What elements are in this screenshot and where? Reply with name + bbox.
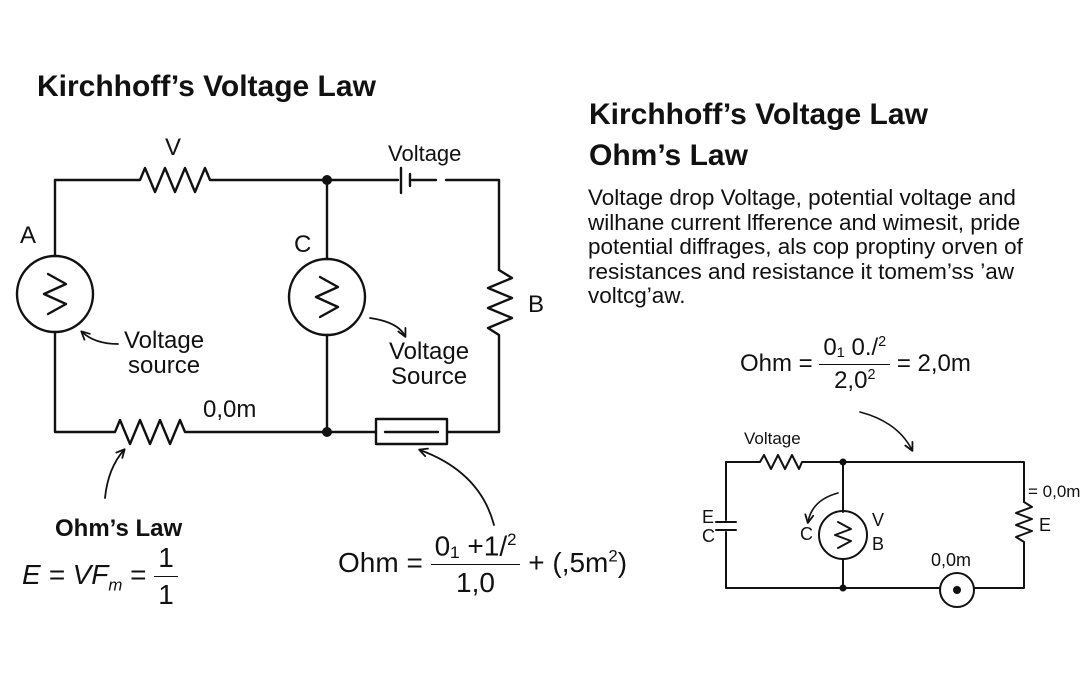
formula-left: E = VFm = 1 1 — [22, 542, 178, 611]
label-line: Voltage — [389, 338, 470, 365]
meter-bottom — [940, 573, 974, 607]
wire — [726, 532, 940, 588]
label-b-right: B — [872, 534, 885, 554]
fraction-den: 2,02 — [819, 365, 890, 395]
right-circuit — [716, 412, 1032, 607]
paragraph-line: wilhane current lfference and wimesit, p… — [588, 209, 1021, 235]
label-line: Voltage — [124, 327, 205, 354]
num-sup: 2 — [878, 334, 887, 350]
formula-fraction: 1 1 — [154, 542, 178, 611]
label-a: A — [20, 222, 37, 249]
wire — [446, 180, 499, 270]
voltage-source-label-mid: Voltage Source — [389, 339, 469, 389]
zigzag — [44, 274, 66, 314]
label-battery-voltage: Voltage — [388, 141, 462, 166]
num-sup: 2 — [507, 530, 517, 549]
paragraph-line: resistances and resistance it tomem’ss ’… — [588, 258, 1015, 284]
arrow — [105, 450, 124, 498]
formula-lhs: Ohm = — [338, 547, 423, 579]
label-line: source — [128, 352, 201, 379]
wire — [55, 332, 376, 444]
formula-eq: = — [130, 558, 147, 590]
formula-right: Ohm = 0₁ 0./2 2,02 = 2,0m — [740, 334, 971, 395]
label-bottom-right: 0,0m — [931, 550, 972, 570]
voltage-source-label-left: Voltage source — [124, 328, 204, 378]
voltage-source-c — [289, 259, 365, 335]
formula-rhs: = 2,0m — [896, 349, 971, 377]
fraction-den: 1 — [158, 579, 174, 610]
label-c-left: C — [702, 526, 715, 546]
label-line: Source — [391, 363, 468, 390]
den-sup: 2 — [867, 367, 876, 383]
formula-bottom: Ohm = 0₁ +1/2 1,0 + (,5m2) — [338, 530, 627, 599]
junction-dot — [839, 458, 847, 466]
arrow — [420, 450, 494, 525]
page-title-left: Kirchhoff’s Voltage Law — [37, 70, 376, 103]
arrow — [82, 332, 118, 344]
label-e-right: E — [1039, 515, 1052, 535]
label-top-right: = 0,0m — [1028, 482, 1080, 501]
formula-sub: m — [108, 575, 123, 595]
arrow — [860, 412, 912, 450]
formula-fraction: 0₁ 0./2 2,02 — [819, 334, 891, 395]
den-text: 2,0 — [834, 367, 868, 394]
wire — [726, 455, 1024, 502]
paragraph-line: voltcg’aw. — [588, 283, 686, 308]
num-text: 0₁ 0./ — [823, 334, 879, 361]
voltage-source-right — [819, 511, 867, 559]
junction-dot — [839, 584, 847, 592]
label-c-mid: C — [800, 524, 813, 544]
formula-lhs: Ohm = — [740, 349, 813, 377]
resistor-b — [488, 270, 512, 432]
ohms-law-label: Ohm’s Law — [55, 515, 183, 542]
ohms-law-title: Ohm’s Law — [589, 139, 748, 172]
paragraph-line: potential diffrages, als cop proptiny or… — [588, 234, 1023, 259]
fraction-num: 1 — [154, 542, 178, 577]
meter-dot — [953, 586, 961, 594]
junction-dot — [322, 427, 332, 437]
formula-tail: + (,5m — [528, 547, 609, 579]
label-v: V — [872, 510, 885, 530]
description-paragraph: Voltage drop Voltage, potential voltage … — [588, 185, 1068, 309]
label-voltage-right: Voltage — [744, 429, 801, 448]
resistor-e — [975, 502, 1032, 588]
fraction-num: 0₁ 0./2 — [819, 334, 891, 365]
formula-lhs: E = VF — [22, 558, 109, 590]
left-circuit — [17, 168, 512, 525]
arrow — [370, 318, 405, 336]
junction-dot — [322, 175, 332, 185]
label-e-left: E — [702, 507, 715, 527]
voltage-source-a — [17, 256, 93, 332]
page-title-right: Kirchhoff’s Voltage Law — [589, 98, 928, 131]
fraction-num: 0₁ +1/2 — [430, 530, 521, 566]
fraction-den: 1,0 — [456, 567, 495, 599]
label-c: C — [294, 231, 312, 258]
zigzag — [835, 522, 851, 548]
paragraph-line: Voltage drop Voltage, potential voltage … — [588, 185, 1016, 210]
label-b: B — [528, 291, 545, 318]
wire — [55, 168, 398, 192]
formula-fraction: 0₁ +1/2 1,0 — [430, 530, 521, 599]
zigzag — [316, 277, 338, 317]
tail-end: ) — [617, 547, 628, 579]
arrow — [808, 493, 838, 522]
label-bottom-resistor: 0,0m — [203, 396, 257, 423]
tail-sup: 2 — [608, 546, 618, 566]
label-resistor-v: V — [165, 134, 182, 161]
num-text: 0₁ +1/ — [434, 530, 508, 562]
